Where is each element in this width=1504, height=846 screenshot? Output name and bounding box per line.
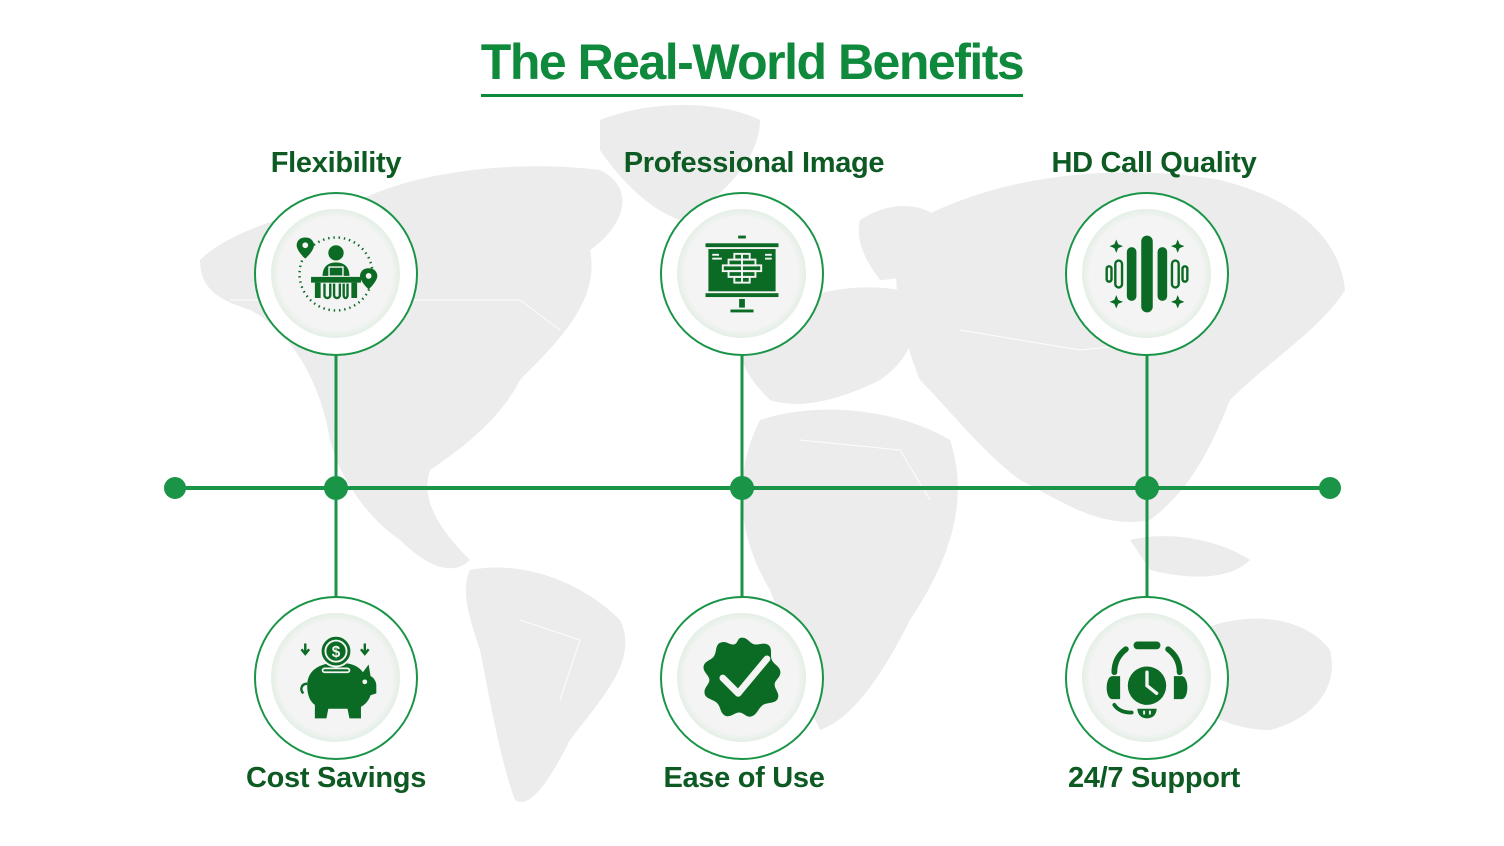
benefit-label-professional-image: Professional Image: [623, 147, 885, 179]
sound-wave-icon: [1104, 235, 1189, 312]
benefit-node-hd-call-quality: [1065, 192, 1229, 356]
benefit-label-ease-of-use: Ease of Use: [663, 762, 825, 794]
benefit-node-cost-savings: $: [254, 596, 418, 760]
timeline-junction-dot: [1135, 476, 1159, 500]
benefit-label-flexibility: Flexibility: [270, 147, 402, 179]
benefit-label-cost-savings: Cost Savings: [245, 762, 427, 794]
benefit-node-ease-of-use: [660, 596, 824, 760]
benefit-node-professional-image: [660, 192, 824, 356]
benefit-label-hd-call-quality: HD Call Quality: [1051, 147, 1257, 179]
verified-badge-icon: [703, 637, 780, 717]
benefit-node-24-7-support: [1065, 596, 1229, 760]
benefit-node-flexibility: [254, 192, 418, 356]
timeline-junction-dot: [324, 476, 348, 500]
benefit-label-24-7-support: 24/7 Support: [1067, 762, 1241, 794]
timeline-endpoint-dot: [1319, 477, 1341, 499]
svg-text:$: $: [331, 643, 340, 660]
piggy-bank-icon: $: [299, 634, 376, 718]
timeline-endpoint-dot: [164, 477, 186, 499]
timeline-junction-dot: [730, 476, 754, 500]
headset-clock-icon: [1106, 641, 1187, 718]
remote-work-icon: [296, 235, 377, 312]
presentation-screen-icon: [705, 235, 778, 312]
page-title: The Real-World Benefits: [0, 32, 1504, 97]
